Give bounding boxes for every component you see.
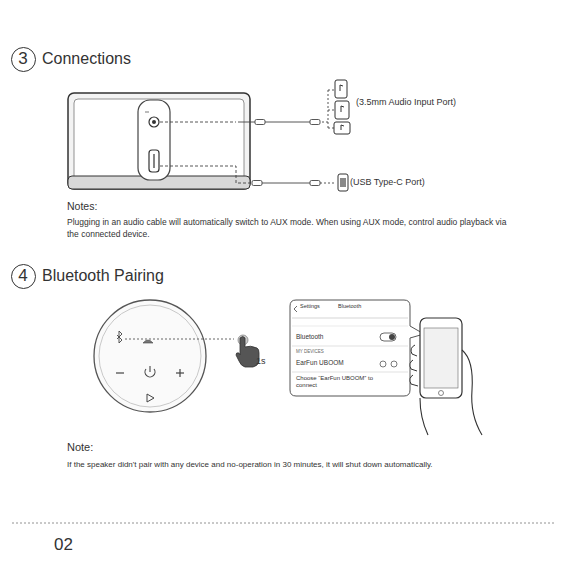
speaker-top [117,331,122,343]
cables [265,122,310,123]
device-icons [338,174,348,191]
cables [310,120,320,125]
phone-hand [420,350,482,435]
device-icons [341,125,344,130]
speaker-top [149,366,150,372]
speaker-top [94,300,206,412]
screen-text: Bluetooth [296,333,323,341]
hand-icon [236,337,259,368]
cables [160,90,336,186]
cables [255,120,265,125]
speaker-top [116,372,124,373]
device-icons [334,80,350,191]
speaker-top [179,369,180,377]
cables [322,122,328,123]
phone-hand [420,318,462,398]
cables [310,181,320,186]
note-text: If the speaker didn't pair with any devi… [67,459,537,470]
speaker-rear [152,120,156,124]
note-heading: Note: [67,441,93,454]
footer-rule [12,523,555,524]
screen-text: Bluetooth [338,303,361,310]
cables [328,90,334,91]
cables [328,128,334,129]
cables [328,90,329,128]
phone-hand [410,345,418,386]
speaker-rear [149,117,159,127]
callout-bubble [294,306,297,312]
phone-hand [424,328,458,388]
section-number: 4 [18,266,27,286]
speaker-top [125,339,234,340]
speaker-top [94,300,234,412]
callout-bubble [380,361,386,367]
duration-label: 1s [256,356,266,367]
screen-text: Settings [300,303,320,310]
section-heading: 3Connections [11,47,36,72]
callout-bubble [380,333,396,341]
note-heading: Notes: [67,200,97,213]
speaker-top [99,305,201,407]
callout-bubble [389,334,395,340]
cables [328,110,334,111]
cables [252,181,262,186]
callout-bubble [292,326,408,327]
callout-bubble [292,372,408,373]
port-label: (3.5mm Audio Input Port) [356,97,456,108]
callout-bubble [290,300,424,396]
screen-text: EarFun UBOOM [296,359,344,367]
page-number: 02 [54,535,73,555]
port-label: (USB Type-C Port) [350,177,425,188]
screen-text: Choose “EarFun UBOOM” to connect [296,375,376,389]
section-heading: 4Bluetooth Pairing [11,264,36,289]
device-icons [335,80,347,98]
speaker-top [143,340,153,343]
speaker-rear [153,154,154,168]
phone-hand [410,318,482,435]
speaker-rear [68,93,250,189]
cables [238,122,255,123]
speaker-rear [74,99,244,183]
hand-icon [236,335,259,367]
callout-bubble [292,346,408,347]
speaker-rear [68,93,250,189]
speaker-top [147,394,154,402]
device-icons [340,178,346,187]
callout-bubble [290,300,424,396]
speaker-rear [149,150,159,172]
speaker-rear [145,112,149,113]
screen-text: MY DEVICES [296,349,324,354]
callout-bubble: SettingsBluetoothBluetoothMY DEVICESEarF… [290,300,410,396]
section-number: 3 [18,49,27,69]
callout-bubble [391,361,397,367]
callout-bubble [292,318,408,319]
speaker-rear [138,100,170,180]
device-icons [334,122,350,134]
cables [320,183,336,184]
cables [262,183,310,184]
device-icons [341,106,344,112]
device-icons [340,85,343,91]
note-text: Plugging in an audio cable will automati… [67,216,507,241]
phone-hand [439,391,444,396]
device-icons [335,101,349,119]
cables [160,122,236,123]
section-title: Bluetooth Pairing [42,266,164,285]
section-title: Connections [42,49,131,68]
cables [160,166,252,183]
